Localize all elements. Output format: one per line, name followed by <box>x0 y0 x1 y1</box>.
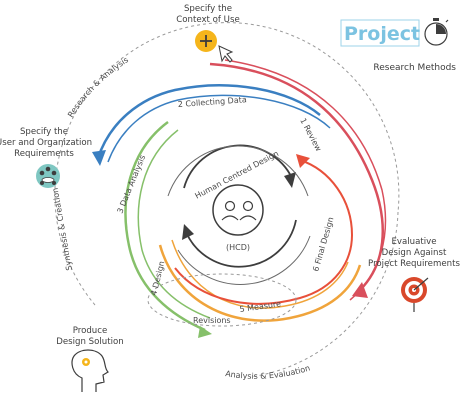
review-arc <box>209 59 387 301</box>
center-hub: Human Centred Design (HCD) <box>193 149 280 252</box>
evaluate-line-1: Evaluative <box>391 237 436 247</box>
evaluate-line-3: Project Requirements <box>368 259 460 269</box>
target-icon <box>401 277 429 312</box>
requirements-line-3: Requirements <box>14 149 74 159</box>
label-final: 6 Final Design <box>311 216 335 273</box>
label-collecting: 2 Collecting Data <box>178 95 248 109</box>
produce-line-1: Produce <box>73 326 108 336</box>
label-research-analysis: Research & Analysis <box>66 55 130 119</box>
stage-requirements: Specify the User and Organization Requir… <box>0 127 92 188</box>
label-review: 1 Review <box>298 117 323 154</box>
stage-produce: Produce Design Solution <box>56 326 124 392</box>
label-synthesis: Synthesis & Creation <box>51 187 74 271</box>
label-design: 4 Design <box>149 260 166 296</box>
context-line-1: Specify the <box>184 4 232 14</box>
stage-evaluate: Evaluative Design Against Project Requir… <box>368 237 460 312</box>
head-gear-icon <box>71 349 109 392</box>
stopwatch-icon <box>424 18 449 46</box>
measure-arc <box>174 154 353 305</box>
analysis-arc <box>124 120 212 338</box>
requirements-line-2: User and Organization <box>0 138 92 148</box>
cursor-icon <box>218 45 234 63</box>
stage-context: Specify the Context of Use <box>176 4 240 63</box>
svg-text:Research & Analysis: Research & Analysis <box>66 55 130 119</box>
outer-orbit <box>54 22 400 378</box>
brand-subtitle: Research Methods <box>373 63 456 73</box>
produce-line-2: Design Solution <box>56 337 123 347</box>
label-measure: 5 Measure <box>239 299 282 314</box>
center-abbr: (HCD) <box>226 243 250 252</box>
revisions-loop <box>147 273 297 327</box>
team-meeting-icon <box>36 164 60 188</box>
label-revisions: Revisions <box>193 316 231 325</box>
svg-text:Analysis & Evaluation: Analysis & Evaluation <box>225 363 312 380</box>
evaluate-line-2: Design Against <box>382 248 447 258</box>
requirements-line-1: Specify the <box>20 127 68 137</box>
design-arc <box>158 239 362 322</box>
label-analysis-evaluation: Analysis & Evaluation <box>225 363 312 380</box>
collecting-arc <box>92 84 331 166</box>
plus-circle-icon <box>195 30 217 52</box>
context-line-2: Context of Use <box>176 15 239 25</box>
logo-word: Project <box>344 23 420 45</box>
brand-logo: Project Research Methods <box>340 18 456 73</box>
inner-cycle <box>167 144 311 285</box>
